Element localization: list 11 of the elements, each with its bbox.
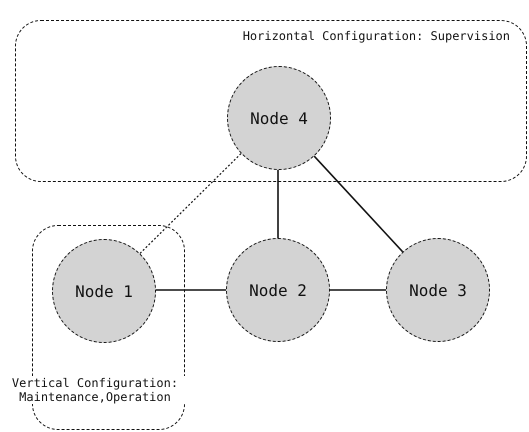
node-circle: Node 2 bbox=[226, 238, 330, 342]
node-circle: Node 1 bbox=[52, 239, 156, 343]
configuration-group bbox=[15, 20, 527, 182]
connector-line bbox=[330, 289, 386, 291]
node-circle: Node 3 bbox=[386, 238, 490, 342]
connector-line bbox=[140, 153, 242, 254]
group-label: Horizontal Configuration: Supervision bbox=[242, 29, 510, 43]
connector-line bbox=[312, 154, 404, 252]
connector-line bbox=[155, 289, 226, 291]
connector-line bbox=[277, 169, 279, 238]
node-circle: Node 4 bbox=[227, 66, 331, 170]
